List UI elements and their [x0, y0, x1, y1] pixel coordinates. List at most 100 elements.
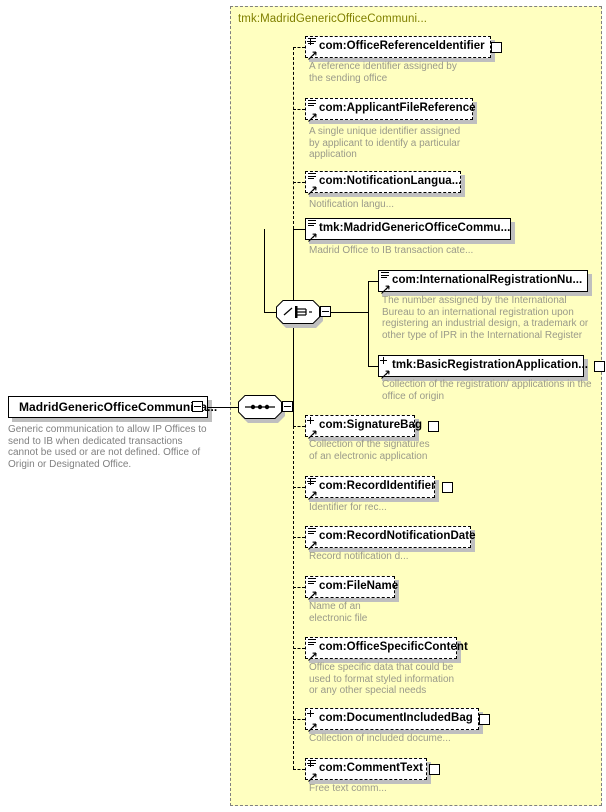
- schema-node[interactable]: com:InternationalRegistrationNu...: [378, 270, 588, 294]
- connector-line: [293, 47, 294, 229]
- node-arrow-icon: [308, 186, 317, 195]
- schema-node-description: Record notification d...: [309, 551, 409, 562]
- node-arrow-icon: [381, 370, 390, 379]
- schema-node-description: Madrid Office to IB transaction cate...: [309, 245, 474, 256]
- schema-node-label: com:InternationalRegistrationNu...: [392, 274, 583, 287]
- schema-node-description: Collection of the signatures of an elect…: [309, 439, 430, 462]
- node-arrow-icon: [308, 109, 317, 122]
- schema-node[interactable]: com:CommentText: [305, 758, 441, 782]
- connector-line: [293, 587, 305, 588]
- connector-line: [293, 47, 305, 48]
- schema-node[interactable]: com:OfficeReferenceIdentifier: [305, 36, 502, 60]
- connector-line: [293, 426, 294, 769]
- choice-compositor-icon: [276, 300, 320, 324]
- expand-plus-button[interactable]: [441, 481, 453, 493]
- schema-node-description: A reference identifier assigned by the s…: [309, 61, 457, 84]
- node-arrow-icon: [308, 587, 317, 600]
- schema-node-description: Collection of the registration/ applicat…: [382, 379, 592, 402]
- node-type-lines-icon: [308, 639, 316, 647]
- sequence-compositor-icon: [238, 395, 282, 419]
- schema-node[interactable]: com:SignatureBag: [305, 415, 440, 439]
- schema-node[interactable]: tmk:BasicRegistrationApplication...: [378, 355, 606, 379]
- schema-node[interactable]: com:NotificationLangua...: [305, 171, 462, 195]
- schema-node[interactable]: com:OfficeSpecificContent: [305, 637, 468, 661]
- connector-line: [293, 229, 305, 230]
- sequence-compositor[interactable]: [238, 395, 285, 423]
- node-type-lines-icon: [308, 173, 316, 181]
- schema-node-description: A single unique identifier assigned by a…: [309, 126, 461, 160]
- schema-node[interactable]: com:DocumentIncludedBag: [305, 708, 490, 732]
- node-arrow-icon: [308, 491, 317, 500]
- node-arrow-icon: [308, 430, 317, 439]
- schema-node-description: Generic communication to allow IP Office…: [8, 424, 207, 470]
- connector-line: [264, 229, 265, 312]
- node-arrow-icon: [308, 769, 317, 782]
- schema-node[interactable]: com:RecordIdentifier: [305, 476, 453, 500]
- connector-line: [293, 648, 305, 649]
- schema-node-label: com:NotificationLangua...: [319, 175, 462, 188]
- schema-node[interactable]: MadridGenericOfficeCommunica...: [8, 396, 217, 418]
- connector-line: [293, 487, 305, 488]
- expand-plus-button[interactable]: [594, 360, 606, 372]
- connector-line: [331, 312, 368, 313]
- schema-node[interactable]: com:ApplicantFileReference: [305, 98, 476, 122]
- schema-node-label: tmk:MadridGenericOfficeCommu...: [319, 222, 511, 235]
- node-arrow-icon: [381, 285, 390, 294]
- node-arrow-icon: [308, 591, 317, 600]
- expand-plus-button[interactable]: [478, 713, 490, 725]
- node-arrow-icon: [308, 719, 317, 732]
- schema-node-description: Free text comm...: [309, 783, 387, 794]
- node-arrow-icon: [308, 47, 317, 60]
- expand-plus-button[interactable]: [490, 41, 502, 53]
- schema-node-label: com:OfficeReferenceIdentifier: [319, 40, 485, 53]
- schema-node-description: Name of an electronic file: [309, 601, 368, 624]
- collapse-minus-button[interactable]: [282, 401, 293, 412]
- schema-node-description: Office specific data that could be used …: [309, 662, 455, 696]
- schema-node[interactable]: tmk:MadridGenericOfficeCommu...: [305, 218, 511, 242]
- node-type-lines-icon: [381, 272, 389, 280]
- node-arrow-icon: [308, 426, 317, 439]
- node-arrow-icon: [308, 723, 317, 732]
- connector-line: [368, 366, 378, 367]
- node-arrow-icon: [381, 366, 390, 379]
- schema-node-description: The number assigned by the International…: [382, 295, 589, 341]
- schema-node-label: com:CommentText: [319, 762, 424, 775]
- expand-plus-button[interactable]: [428, 420, 440, 432]
- node-arrow-icon: [308, 652, 317, 661]
- schema-node-label: com:RecordNotificationDate: [319, 530, 476, 543]
- expand-plus-button[interactable]: [429, 763, 441, 775]
- connector-line: [293, 769, 305, 770]
- node-arrow-icon: [381, 281, 390, 294]
- connector-line: [293, 182, 305, 183]
- schema-node-label: com:FileName: [319, 580, 399, 593]
- schema-node-description: Collection of included docume...: [309, 733, 451, 744]
- collapse-minus-button[interactable]: [192, 401, 203, 412]
- schema-node-label: tmk:BasicRegistrationApplication...: [392, 359, 589, 372]
- node-arrow-icon: [308, 233, 317, 242]
- schema-node-description: Notification langu...: [309, 199, 395, 210]
- connector-line: [264, 312, 276, 313]
- connector-line: [293, 537, 305, 538]
- node-arrow-icon: [308, 487, 317, 500]
- schema-node-label: MadridGenericOfficeCommunica...: [19, 400, 218, 414]
- node-type-lines-icon: [308, 578, 316, 586]
- schema-node-label: com:OfficeSpecificContent: [319, 641, 468, 654]
- schema-node-label: com:DocumentIncludedBag: [319, 712, 473, 725]
- collapse-minus-button[interactable]: [320, 306, 331, 317]
- schema-node-description: Identifier for rec...: [309, 502, 387, 513]
- node-type-lines-icon: [308, 528, 316, 536]
- connector-line: [368, 281, 378, 282]
- group-panel-title: tmk:MadridGenericOfficeCommuni...: [238, 13, 428, 25]
- schema-node-label: com:ApplicantFileReference: [319, 102, 476, 115]
- connector-line: [293, 109, 305, 110]
- schema-node[interactable]: com:FileName: [305, 576, 399, 600]
- node-arrow-icon: [308, 229, 317, 242]
- schema-node-label: com:RecordIdentifier: [319, 480, 436, 493]
- connector-line: [368, 281, 369, 366]
- node-type-lines-icon: [308, 100, 316, 108]
- choice-compositor[interactable]: [276, 300, 323, 328]
- schema-node[interactable]: com:RecordNotificationDate: [305, 526, 476, 550]
- connector-line: [293, 407, 294, 426]
- connector-line: [293, 719, 305, 720]
- node-arrow-icon: [308, 537, 317, 550]
